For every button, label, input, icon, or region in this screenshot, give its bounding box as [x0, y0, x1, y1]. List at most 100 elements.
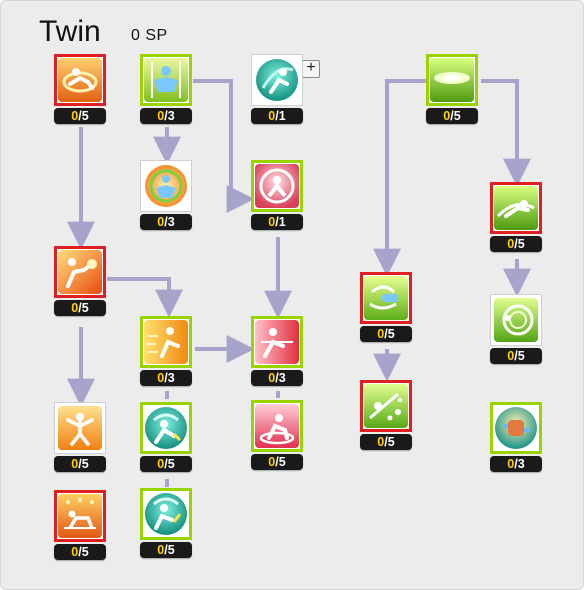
skill-node[interactable]: 0/3 — [490, 402, 542, 474]
fist-bump-icon — [495, 407, 537, 449]
add-skill-button[interactable]: + — [302, 60, 320, 78]
skill-level-max: 5 — [517, 237, 525, 251]
skill-icon-frame[interactable] — [140, 488, 192, 540]
skill-icon-frame[interactable] — [54, 402, 106, 454]
skill-node[interactable]: 0/5 — [54, 246, 106, 318]
skill-level-current: 0 — [71, 457, 79, 471]
skill-level: 0/5 — [54, 544, 106, 560]
skill-level-max: 5 — [167, 457, 175, 471]
skill-node[interactable]: 0/3 — [251, 316, 303, 388]
skill-level-current: 0 — [71, 301, 79, 315]
flying-kick-icon — [58, 250, 102, 294]
ground-slam-icon — [255, 404, 299, 448]
skill-level-sep: / — [514, 457, 518, 471]
skill-level: 0/3 — [140, 108, 192, 124]
skill-level: 0/3 — [251, 370, 303, 386]
skill-level-sep: / — [384, 327, 388, 341]
skill-icon-frame[interactable] — [490, 182, 542, 234]
skill-icon-frame[interactable] — [251, 54, 303, 106]
skill-level-current: 0 — [268, 371, 276, 385]
skill-level: 0/5 — [251, 454, 303, 470]
skill-node[interactable]: 0/3 — [140, 54, 192, 126]
skill-level-max: 5 — [453, 109, 461, 123]
skill-node[interactable]: 0/5 — [140, 402, 192, 474]
wind-punch-icon — [364, 276, 408, 320]
skill-level-sep: / — [164, 371, 168, 385]
skill-icon-frame[interactable] — [360, 380, 412, 432]
skill-level: 0/5 — [360, 434, 412, 450]
skill-icon-frame[interactable] — [54, 490, 106, 542]
skill-node[interactable]: 0/5 — [54, 402, 106, 474]
skill-icon-frame[interactable] — [140, 160, 192, 212]
skill-icon-frame[interactable] — [426, 54, 478, 106]
skill-level-sep: / — [514, 349, 518, 363]
skill-level-current: 0 — [268, 109, 276, 123]
skill-level-sep: / — [164, 109, 168, 123]
skill-icon-frame[interactable] — [251, 160, 303, 212]
dash-run-icon — [256, 59, 298, 101]
skill-node[interactable]: 0/3 — [140, 160, 192, 232]
skill-icon-frame[interactable] — [140, 54, 192, 106]
skill-level-current: 0 — [71, 109, 79, 123]
skill-level-current: 0 — [507, 457, 515, 471]
skill-level: 0/1 — [251, 214, 303, 230]
skill-icon-frame[interactable] — [54, 246, 106, 298]
skill-node[interactable]: 0/1 — [251, 54, 303, 126]
skill-node[interactable]: 0/5 — [490, 294, 542, 366]
skill-level: 0/5 — [360, 326, 412, 342]
skill-level-sep: / — [78, 301, 82, 315]
skill-node[interactable]: 0/5 — [360, 272, 412, 344]
skill-level: 0/3 — [140, 370, 192, 386]
teal-swirl-icon — [145, 407, 187, 449]
skill-level: 0/3 — [490, 456, 542, 472]
skill-level-current: 0 — [157, 457, 165, 471]
pose-aura-icon — [58, 406, 102, 450]
skill-level-max: 1 — [278, 109, 286, 123]
skill-points-label: 0 SP — [131, 27, 168, 44]
skill-node[interactable]: 0/5 — [54, 490, 106, 562]
skill-level-max: 3 — [167, 109, 175, 123]
skill-level: 0/5 — [490, 236, 542, 252]
skill-level-max: 1 — [278, 215, 286, 229]
skill-level-max: 5 — [387, 435, 395, 449]
skill-node[interactable]: 0/5 — [140, 488, 192, 560]
skill-level-max: 5 — [167, 543, 175, 557]
skill-level: 0/1 — [251, 108, 303, 124]
skill-node[interactable]: 0/5 — [360, 380, 412, 452]
skill-level: 0/5 — [54, 108, 106, 124]
skill-level-max: 5 — [81, 545, 89, 559]
teal-guard-icon — [145, 493, 187, 535]
skill-icon-frame[interactable] — [140, 316, 192, 368]
skill-level-max: 5 — [81, 109, 89, 123]
skill-level: 0/5 — [490, 348, 542, 364]
skill-node[interactable]: 0/5 — [426, 54, 478, 126]
pink-shield-icon — [255, 164, 299, 208]
skill-node[interactable]: 0/5 — [251, 400, 303, 472]
skill-icon-frame[interactable] — [360, 272, 412, 324]
skill-icon-frame[interactable] — [490, 402, 542, 454]
skill-level-max: 5 — [387, 327, 395, 341]
skill-level-sep: / — [275, 455, 279, 469]
skill-icon-frame[interactable] — [54, 54, 106, 106]
skill-level: 0/5 — [140, 456, 192, 472]
skill-node[interactable]: 0/5 — [490, 182, 542, 254]
skill-level-current: 0 — [157, 215, 165, 229]
skill-level-max: 5 — [517, 349, 525, 363]
skill-level-sep: / — [275, 215, 279, 229]
skill-level-current: 0 — [268, 455, 276, 469]
green-aura-icon — [430, 58, 474, 102]
skill-icon-frame[interactable] — [140, 402, 192, 454]
red-dash-icon — [255, 320, 299, 364]
skill-level-max: 5 — [278, 455, 286, 469]
skill-level-current: 0 — [507, 349, 515, 363]
skill-level-sep: / — [164, 215, 168, 229]
skill-icon-frame[interactable] — [490, 294, 542, 346]
skill-icon-frame[interactable] — [251, 400, 303, 452]
skill-node[interactable]: 0/5 — [54, 54, 106, 126]
skill-node[interactable]: 0/3 — [140, 316, 192, 388]
skill-level-current: 0 — [507, 237, 515, 251]
slide-dash-icon — [494, 186, 538, 230]
skill-node[interactable]: 0/1 — [251, 160, 303, 232]
twin-power-up-icon — [144, 58, 188, 102]
skill-icon-frame[interactable] — [251, 316, 303, 368]
